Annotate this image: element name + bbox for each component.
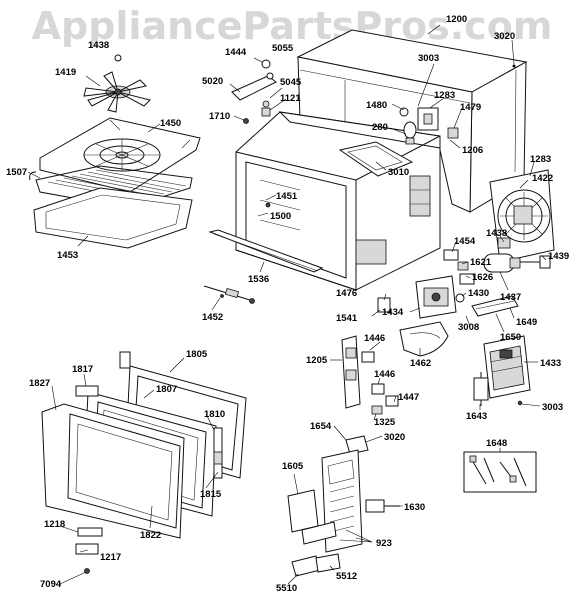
- label-1815: 1815: [200, 489, 222, 500]
- door-outer: [41, 385, 185, 539]
- door-latch: [213, 427, 223, 479]
- label-1817: 1817: [72, 364, 93, 375]
- wiring-harness-kit: [463, 451, 537, 493]
- label-1648: 1648: [486, 438, 507, 449]
- door-latch-board: [341, 335, 399, 415]
- label-1446-top: 1446: [364, 333, 385, 344]
- hv-diode: [473, 372, 489, 406]
- mounting-bracket: [471, 295, 519, 317]
- stirrer-fan: [83, 54, 151, 113]
- label-5055: 5055: [272, 43, 294, 54]
- label-1419: 1419: [55, 67, 76, 78]
- label-1822: 1822: [140, 530, 161, 541]
- label-1453: 1453: [57, 250, 78, 261]
- label-1200: 1200: [446, 14, 467, 25]
- door-hinge: [75, 527, 103, 555]
- label-1626: 1626: [472, 272, 493, 283]
- label-1630: 1630: [404, 502, 425, 513]
- label-5020: 5020: [202, 76, 223, 87]
- label-1480: 1480: [366, 100, 387, 111]
- label-1649: 1649: [516, 317, 537, 328]
- label-1454: 1454: [454, 236, 476, 247]
- label-1507: 1507: [6, 167, 27, 178]
- label-3010: 3010: [388, 167, 409, 178]
- label-1438-top: 1438: [88, 40, 109, 51]
- lamp-and-fuse: [399, 107, 459, 145]
- label-1283-top: 1283: [434, 90, 455, 101]
- label-3008: 3008: [458, 322, 479, 333]
- oven-cavity: [235, 111, 441, 291]
- label-1536: 1536: [248, 274, 269, 285]
- label-5512: 5512: [336, 571, 357, 582]
- label-1422: 1422: [532, 173, 553, 184]
- waveguide-cover: [39, 117, 201, 193]
- label-1452: 1452: [202, 312, 223, 323]
- label-923: 923: [376, 538, 392, 549]
- small-switches: [443, 249, 475, 303]
- label-5510: 5510: [276, 583, 297, 594]
- label-280: 280: [372, 122, 388, 133]
- label-1218: 1218: [44, 519, 65, 530]
- label-1479: 1479: [460, 102, 481, 113]
- label-1438-right: 1438: [486, 228, 507, 239]
- label-1217: 1217: [100, 552, 121, 563]
- capacitor: [483, 237, 551, 273]
- light-bracket: [231, 59, 277, 117]
- sensor-probe: [203, 285, 255, 304]
- oven-tray: [33, 187, 193, 249]
- label-1325: 1325: [374, 417, 396, 428]
- label-1437: 1437: [500, 292, 521, 303]
- label-7094: 7094: [40, 579, 62, 590]
- label-1450: 1450: [160, 118, 181, 129]
- label-3003-bottom: 3003: [542, 402, 563, 413]
- label-3003-top: 3003: [418, 53, 439, 64]
- fasteners: [84, 118, 523, 574]
- choke-strip: [208, 229, 324, 273]
- label-3020-top: 3020: [494, 31, 515, 42]
- label-1827: 1827: [29, 378, 50, 389]
- label-1205: 1205: [306, 355, 328, 366]
- label-3020-bottom: 3020: [384, 432, 405, 443]
- leader-lines: [27, 24, 547, 585]
- label-1650: 1650: [500, 332, 521, 343]
- label-1447: 1447: [398, 392, 419, 403]
- label-1805: 1805: [186, 349, 208, 360]
- label-1433: 1433: [540, 358, 561, 369]
- label-1654: 1654: [310, 421, 332, 432]
- label-1605: 1605: [282, 461, 304, 472]
- label-1283-right: 1283: [530, 154, 551, 165]
- label-1121: 1121: [280, 93, 301, 104]
- label-1451: 1451: [276, 191, 298, 202]
- label-5045: 5045: [280, 77, 302, 88]
- air-duct: [399, 321, 449, 357]
- label-1476: 1476: [336, 288, 357, 299]
- label-1541: 1541: [336, 313, 358, 324]
- label-1807: 1807: [156, 384, 177, 395]
- label-1206: 1206: [462, 145, 483, 156]
- part-labels: 1200 3020 1444 5055 1419 1438 5020 5045 …: [6, 14, 569, 594]
- label-1444: 1444: [225, 47, 247, 58]
- control-panel: [287, 435, 400, 577]
- magnetron: [377, 275, 457, 319]
- label-1621: 1621: [470, 257, 492, 268]
- label-1643: 1643: [466, 411, 487, 422]
- label-1710: 1710: [209, 111, 230, 122]
- label-1434: 1434: [382, 307, 404, 318]
- label-1500: 1500: [270, 211, 291, 222]
- label-1446-mid: 1446: [374, 369, 395, 380]
- label-1430: 1430: [468, 288, 489, 299]
- label-1462: 1462: [410, 358, 431, 369]
- label-1439: 1439: [548, 251, 569, 262]
- hv-transformer: [483, 335, 531, 399]
- label-1810: 1810: [204, 409, 225, 420]
